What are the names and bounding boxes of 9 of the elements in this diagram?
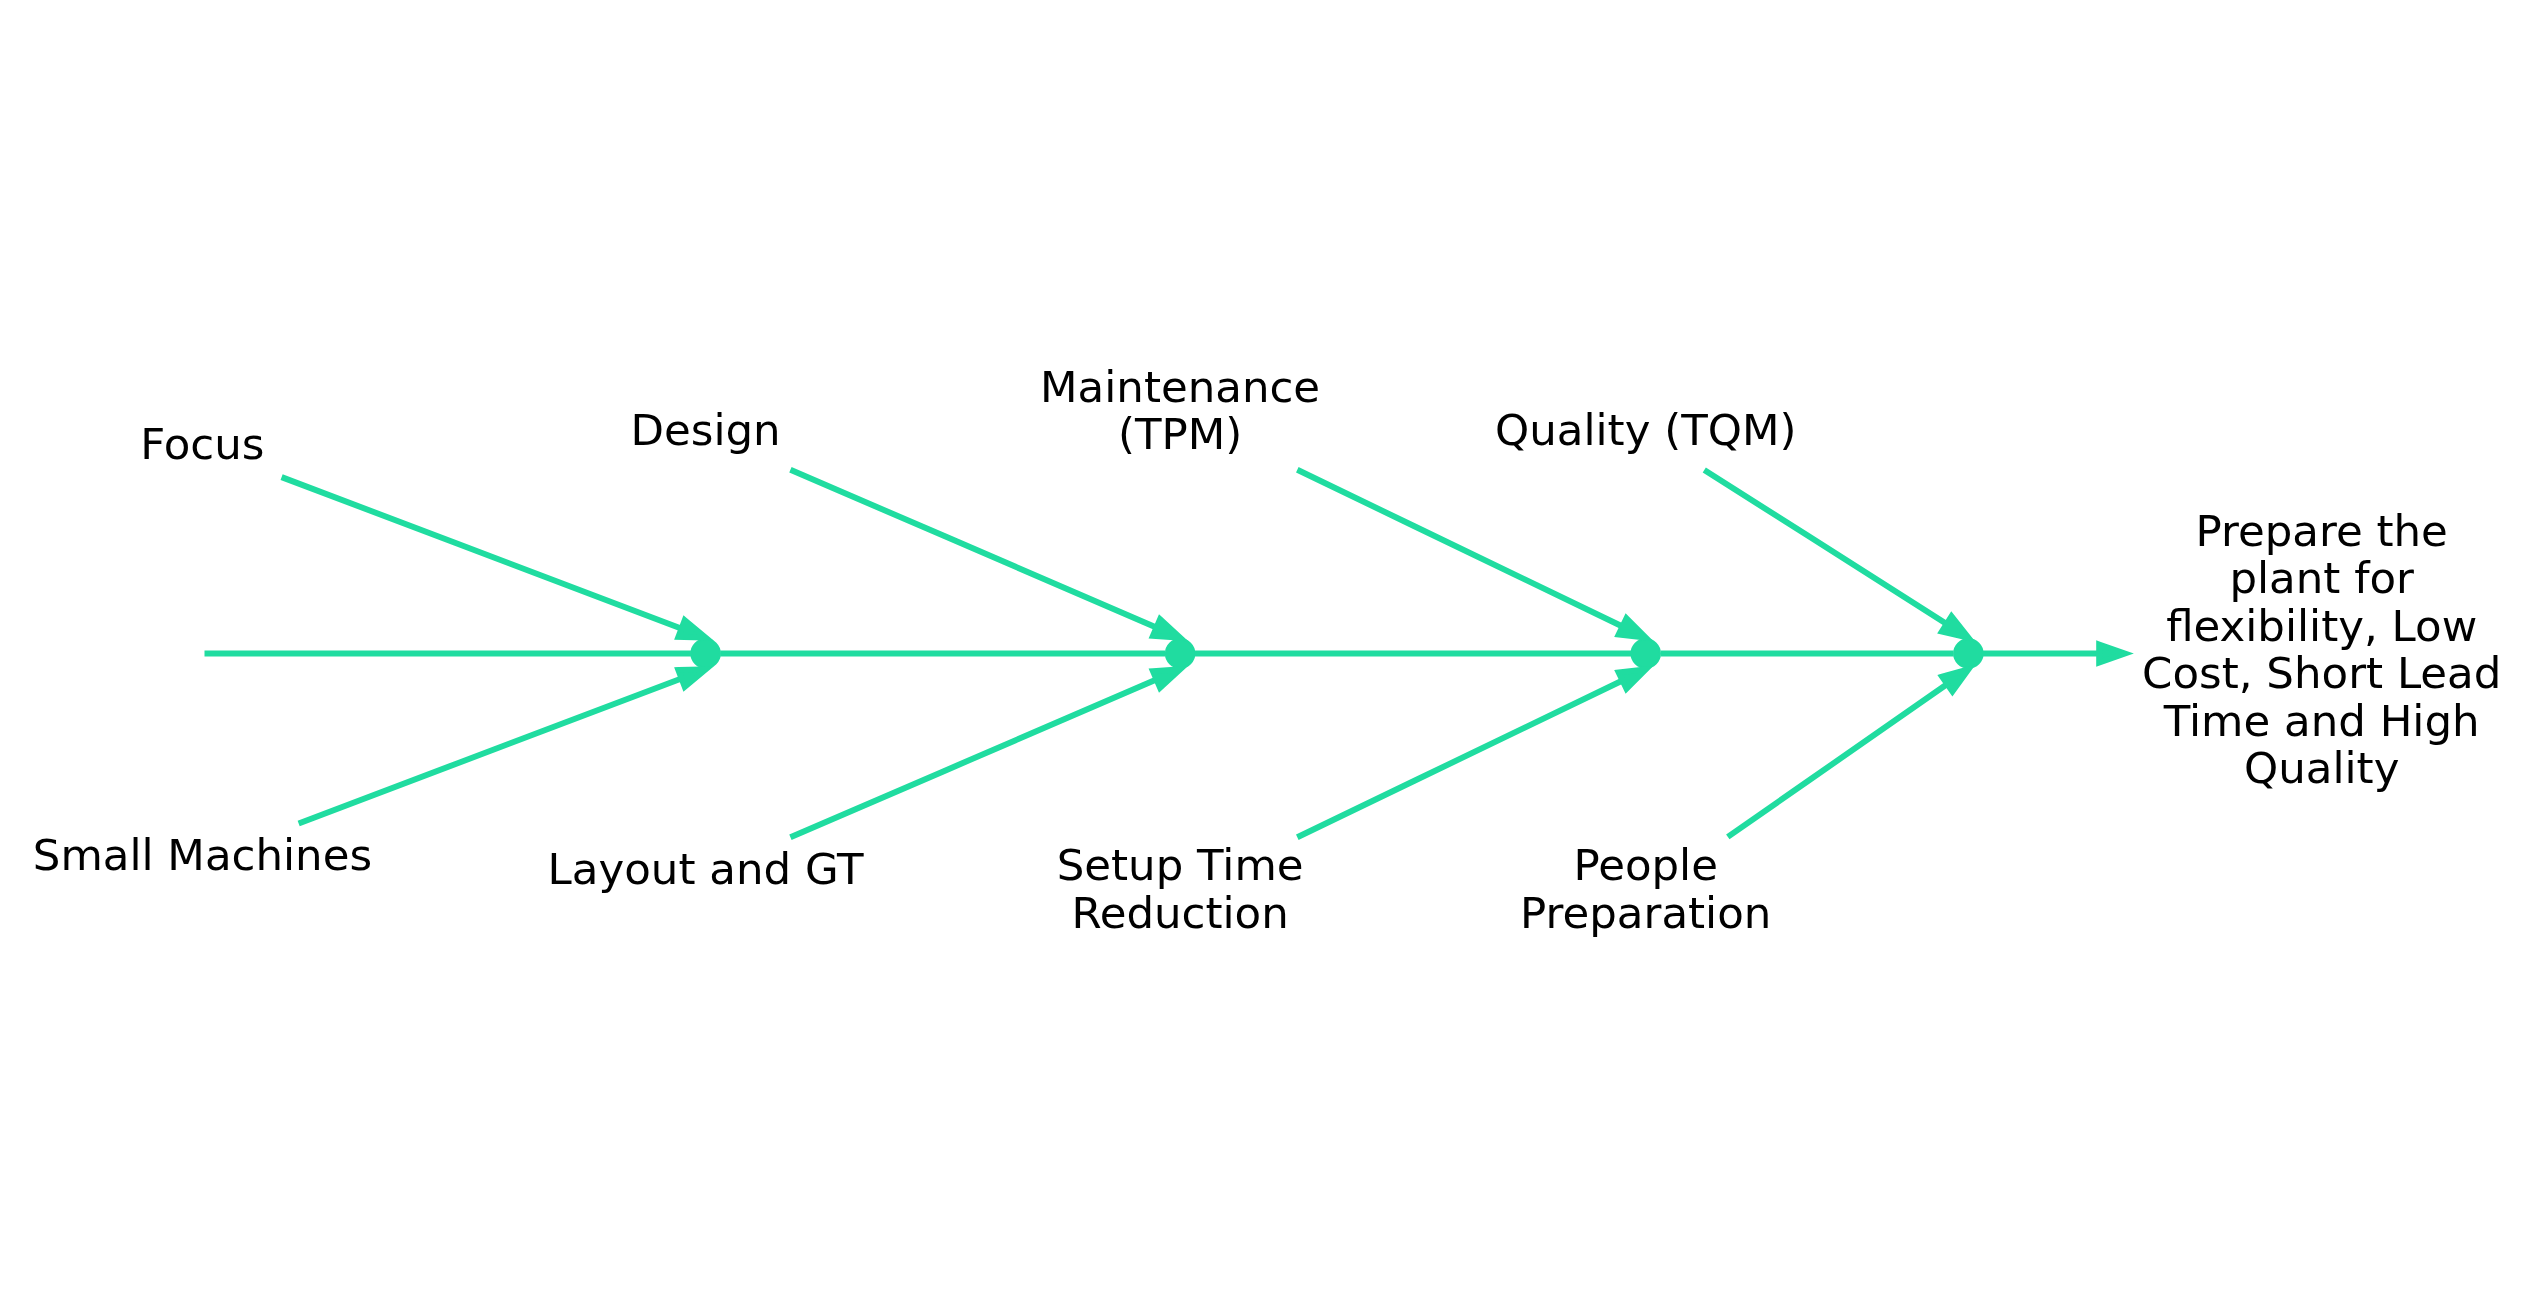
node-text: Prepare the plant for flexibility, Low Cost, Short Lead Time and High Quality [2142,505,2502,793]
node-text: Quality (TQM) [1495,404,1797,455]
node-text: Maintenance (TPM) [1040,361,1321,459]
node-text: Small Machines [32,829,373,880]
node-text: Layout and GT [547,843,864,894]
node-text: Design [630,404,781,455]
node-text: Setup Time Reduction [1056,839,1304,938]
node-text: People Preparation [1520,839,1772,938]
node-text: Focus [140,418,265,469]
